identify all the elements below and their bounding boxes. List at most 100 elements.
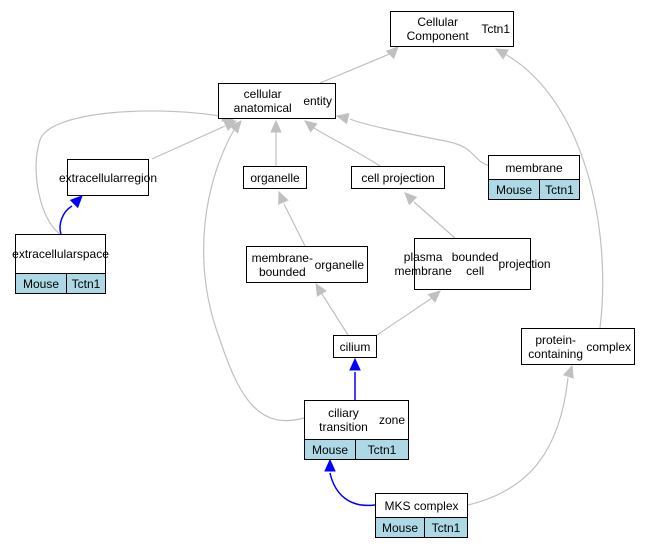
edge-arrowhead — [349, 357, 361, 371]
edge-line — [313, 127, 381, 167]
node-label-line: cellular anatomical — [233, 87, 292, 115]
edge-organelle-to-cae — [270, 119, 282, 166]
node-label-line: MKS complex — [384, 498, 459, 513]
edge-mks-to-pcc — [467, 364, 574, 506]
edge-arrowhead — [494, 48, 509, 60]
edge-arrowhead — [385, 46, 399, 60]
node-label-line: projection — [498, 257, 551, 271]
node-label: MKS complex — [376, 494, 467, 517]
node-label-line: organelle — [250, 170, 300, 185]
edge-ctz-to-cilium — [349, 357, 361, 400]
edge-line — [467, 377, 569, 506]
node-label-line: organelle — [314, 257, 364, 272]
edge-line — [203, 127, 305, 422]
edge-arrowhead — [324, 458, 336, 472]
edge-line — [59, 205, 73, 235]
edge-arrowhead — [304, 120, 318, 133]
annotation-species: Mouse — [495, 182, 533, 197]
edge-arrowhead — [69, 195, 83, 209]
annotation-gene: Tctn1 — [424, 518, 467, 537]
node-organelle[interactable]: organelle — [243, 166, 307, 189]
annotation-row: Mouse Tctn1 — [376, 517, 467, 537]
edge-membrane-to-cae — [335, 112, 491, 167]
node-label-line: region — [123, 170, 158, 185]
node-label-line: entity — [303, 94, 332, 108]
node-root[interactable]: Cellular Component Tctn1 — [390, 11, 514, 47]
node-cae[interactable]: cellular anatomical entity — [218, 83, 336, 119]
node-label-line: Tctn1 — [481, 22, 510, 36]
edge-ecr-to-cae — [151, 120, 238, 160]
edge-arrowhead — [278, 190, 289, 205]
node-label-line: protein-containing — [528, 332, 584, 361]
edge-arrowhead — [270, 119, 282, 133]
node-label: cellular anatomical entity — [219, 84, 335, 118]
node-label-line: extracellular — [12, 247, 77, 261]
node-label-line: ciliary transition — [319, 406, 368, 434]
node-label-line: space — [76, 247, 109, 261]
edge-line — [35, 110, 226, 235]
edge-pcc-to-root — [494, 48, 604, 329]
node-label: ciliary transition zone — [305, 401, 408, 439]
edge-arrowhead — [335, 112, 350, 125]
edge-line — [349, 118, 491, 167]
node-label: cilium — [334, 336, 376, 357]
annotation-species: Mouse — [22, 276, 60, 291]
node-label-line: bounded cell — [451, 250, 499, 278]
annotation-row: Mouse Tctn1 — [489, 179, 579, 199]
annotation-species: Mouse — [311, 442, 349, 457]
edge-cellproj-to-cae — [304, 120, 381, 167]
node-label-line: complex — [586, 339, 631, 354]
edge-line — [319, 52, 393, 84]
edge-line — [283, 203, 306, 247]
edge-arrowhead — [427, 290, 441, 303]
node-label: cell projection — [352, 167, 444, 188]
node-label: membrane — [489, 156, 579, 179]
node-cellproj[interactable]: cell projection — [351, 166, 445, 189]
edge-cilium-to-mbo — [315, 282, 349, 336]
edge-mbo-to-organelle — [278, 190, 306, 247]
edge-line — [321, 293, 349, 336]
edge-line — [413, 201, 456, 239]
node-label-line: extracellular — [58, 170, 124, 185]
node-label-line: zone — [378, 413, 405, 427]
annotation-gene: Tctn1 — [66, 274, 105, 293]
node-cilium[interactable]: cilium — [333, 335, 377, 358]
edge-cae-to-root — [319, 46, 399, 84]
edge-line — [151, 125, 226, 160]
node-label-line: membrane-bounded — [251, 250, 313, 279]
edge-line — [376, 297, 433, 336]
node-label-line: Cellular Component — [406, 15, 469, 43]
annotation-species: Mouse — [381, 520, 419, 535]
edge-layer — [35, 46, 604, 507]
node-label-line: cell projection — [361, 170, 435, 185]
edge-arrowhead — [229, 120, 242, 134]
node-label-line: cilium — [339, 339, 371, 354]
edge-ecs-to-ecr — [59, 195, 83, 235]
annotation-gene: Tctn1 — [355, 440, 408, 459]
edge-cilium-to-pmbcp — [376, 290, 441, 336]
node-label: Cellular Component Tctn1 — [391, 12, 513, 46]
edge-arrowhead — [562, 364, 574, 379]
edge-pmbcp-to-cellproj — [404, 192, 456, 239]
annotation-gene: Tctn1 — [539, 180, 579, 199]
edge-arrowhead — [315, 282, 327, 297]
node-label-line: membrane — [505, 160, 563, 175]
edge-ctz-to-cae — [203, 120, 305, 422]
edge-line — [329, 472, 376, 507]
edge-arrowhead — [404, 192, 418, 206]
annotation-row: Mouse Tctn1 — [16, 273, 105, 293]
